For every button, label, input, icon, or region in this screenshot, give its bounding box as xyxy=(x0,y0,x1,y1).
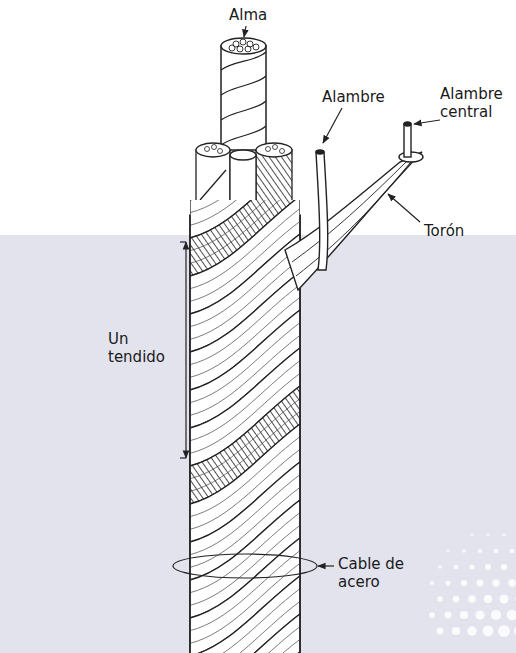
part-label: Cable de acero xyxy=(338,555,418,591)
dimension-label: Un tendido xyxy=(108,330,180,366)
rope-body xyxy=(190,120,300,653)
part-label: Alma xyxy=(229,6,289,24)
part-label: Torón xyxy=(424,222,494,240)
part-label: Alambre xyxy=(322,88,402,106)
leader-lines xyxy=(173,26,440,578)
decor-dots xyxy=(429,533,516,637)
rope-section-ellipse xyxy=(173,554,317,578)
unwound-strand xyxy=(285,122,423,290)
core xyxy=(221,38,266,150)
lay-bracket xyxy=(185,242,186,458)
part-label: Alambre central xyxy=(440,85,512,121)
